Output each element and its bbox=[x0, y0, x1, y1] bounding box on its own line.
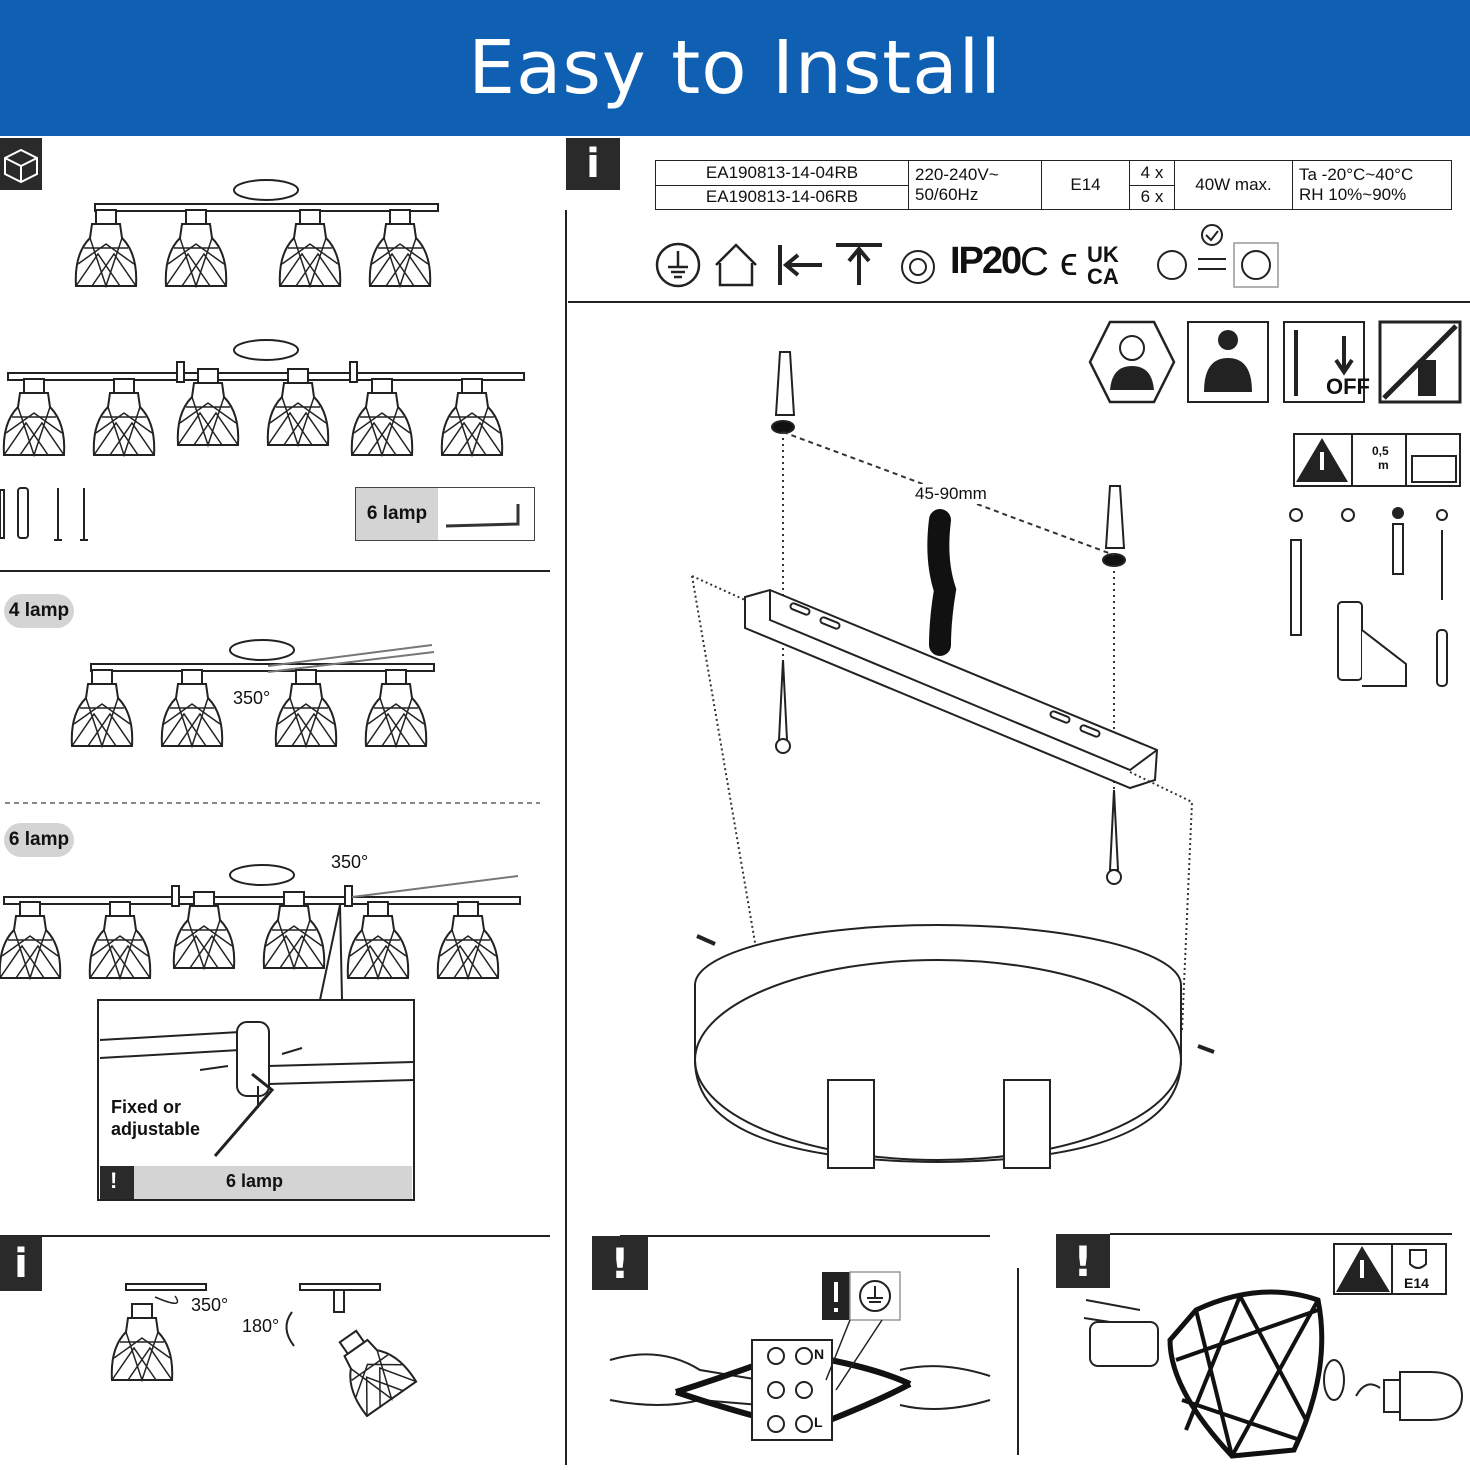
info-icon-top: i bbox=[566, 138, 620, 190]
info-icon-bottom-left: i bbox=[0, 1236, 42, 1291]
distance-value: 0,5 bbox=[1372, 444, 1389, 458]
four-lamp-label: 4 lamp bbox=[4, 594, 74, 628]
allen-key-icon bbox=[445, 504, 520, 528]
read-manual-icon bbox=[1187, 321, 1269, 403]
min-distance-warning-icon bbox=[1293, 433, 1461, 487]
wattage: 40W max. bbox=[1174, 160, 1293, 210]
package-contents-icon bbox=[0, 138, 42, 190]
parts-box-label: 6 lamp bbox=[356, 488, 438, 540]
warning-icon-wiring: ! bbox=[592, 1236, 648, 1290]
indoor-use-icon bbox=[715, 243, 757, 287]
detail-footer-label: 6 lamp bbox=[226, 1171, 284, 1191]
ip-rating-label: IP20 bbox=[950, 240, 1022, 282]
detail-text-line-2: adjustable bbox=[111, 1119, 201, 1139]
bottom-tilt-label: 180° bbox=[242, 1316, 280, 1336]
rotation-350-label-4: 350° bbox=[233, 688, 271, 708]
distance-unit: m bbox=[1378, 458, 1389, 472]
bulb-icon bbox=[901, 250, 935, 284]
min-distance-icon bbox=[778, 245, 822, 285]
spec-table: EA190813-14-04RB 220-240V~ 50/60Hz E14 4… bbox=[655, 160, 1452, 210]
ukca-mark-top: UK bbox=[1087, 242, 1119, 267]
ce-mark: C ϵ bbox=[1020, 240, 1078, 284]
count-4: 4 x bbox=[1129, 160, 1175, 186]
power-off-icon bbox=[1283, 321, 1365, 403]
terminal-n-label: N bbox=[814, 1346, 825, 1362]
ceiling-mount-icon bbox=[836, 243, 882, 285]
banner-title: Easy to Install bbox=[468, 25, 1002, 111]
power-off-label: OFF bbox=[1326, 374, 1370, 399]
temperature-range: Ta -20°C~40°C bbox=[1299, 165, 1414, 184]
mounting-spacing-label: 45-90mm bbox=[913, 484, 989, 504]
model-6: EA190813-14-06RB bbox=[655, 184, 909, 210]
bulb-socket-label: E14 bbox=[1404, 1275, 1429, 1291]
socket-type: E14 bbox=[1041, 160, 1130, 210]
voltage: 220-240V~ bbox=[915, 165, 999, 184]
warning-icon-bulb: ! bbox=[1056, 1234, 1110, 1288]
banner: Easy to Install bbox=[0, 0, 1470, 136]
detail-warning-mark: ! bbox=[110, 1168, 118, 1193]
bottom-rotation-label: 350° bbox=[191, 1295, 229, 1315]
ukca-mark-bottom: CA bbox=[1087, 264, 1119, 289]
frequency: 50/60Hz bbox=[915, 185, 979, 204]
tools-sequence-icon bbox=[1289, 507, 1448, 687]
dimming-icon bbox=[1157, 224, 1279, 288]
earth-symbol-icon bbox=[655, 242, 701, 288]
count-6: 6 x bbox=[1129, 184, 1175, 210]
no-drilling-cables-icon bbox=[1378, 320, 1462, 404]
terminal-l-label: L bbox=[814, 1414, 823, 1430]
four-lamp-fixture-drawing bbox=[0, 179, 525, 1418]
parts-box: 6 lamp bbox=[355, 487, 535, 541]
humidity-range: RH 10%~90% bbox=[1299, 185, 1407, 204]
six-lamp-label: 6 lamp bbox=[4, 823, 74, 857]
detail-text-line-1: Fixed or bbox=[111, 1097, 182, 1117]
installer-icon bbox=[1088, 320, 1176, 404]
symbol-row bbox=[655, 224, 1279, 288]
rotation-350-label-6: 350° bbox=[331, 852, 369, 872]
env-cell: Ta -20°C~40°C RH 10%~90% bbox=[1292, 160, 1452, 210]
